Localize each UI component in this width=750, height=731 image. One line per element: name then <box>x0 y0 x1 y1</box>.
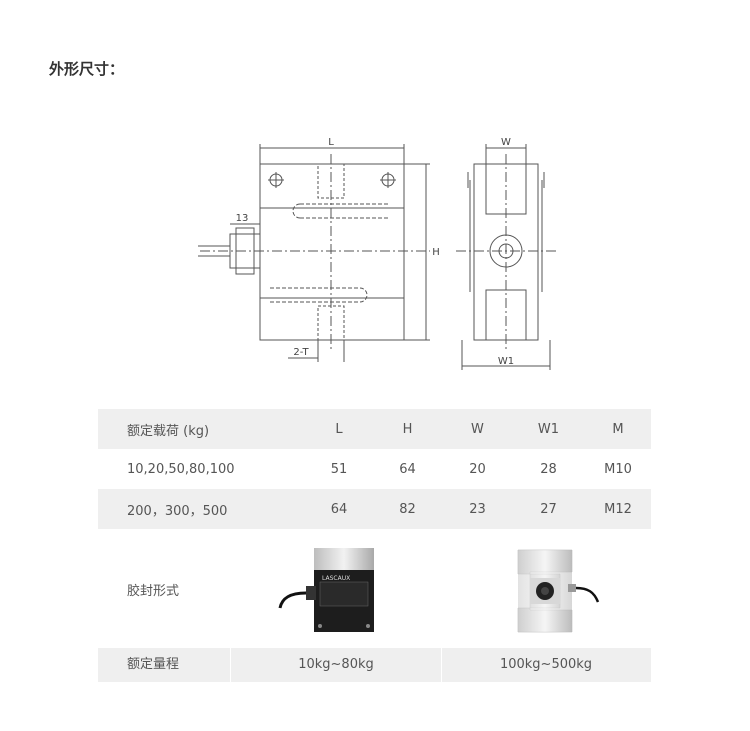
dimension-drawing: L H 13 2-T W W1 <box>198 137 556 370</box>
header-cell: 额定载荷 (kg) <box>98 409 306 449</box>
table-cell: 20 <box>469 461 486 477</box>
product-brand-text: LASCAUX <box>322 575 350 582</box>
table-cell: 82 <box>371 489 443 529</box>
table-cell: 64 <box>399 461 416 477</box>
dim-label-w1: W1 <box>498 356 514 367</box>
table-cell: 10,20,50,80,100 <box>127 461 235 477</box>
table-cell: 27 <box>511 489 585 529</box>
table-cell: 200，300，500 <box>98 489 306 529</box>
table-cell: 51 <box>330 461 348 477</box>
header-cell: L <box>306 409 372 449</box>
table-cell: 23 <box>442 489 512 529</box>
table-cell: 28 <box>540 461 557 477</box>
dim-label-l: L <box>328 137 334 148</box>
front-slot-upper <box>292 203 390 219</box>
rated-range-row: 额定量程 10kg~80kg 100kg~500kg <box>98 648 651 682</box>
header-cell: H <box>371 409 443 449</box>
dim-label-h: H <box>432 247 440 258</box>
seal-form-row: 胶封形式 LASCAUX <box>98 538 651 640</box>
seal-form-label: 胶封形式 <box>127 584 180 599</box>
header-cell: M <box>585 409 651 449</box>
dim-label-2t: 2-T <box>293 347 309 358</box>
front-body-bottom <box>259 297 405 341</box>
rated-range-label: 额定量程 <box>127 657 180 672</box>
product-image-s-type-load-cell <box>517 549 600 633</box>
product-image-small-load-cell: LASCAUX <box>278 548 374 632</box>
front-slot-lower <box>270 287 368 303</box>
table-row: 10,20,50,80,100 51 64 20 28 M10 <box>98 449 651 489</box>
table-row: 200，300，500 64 82 23 27 M12 <box>98 489 651 529</box>
section-title: 外形尺寸： <box>49 60 125 78</box>
table-header-row: 额定载荷 (kg) L H W W1 M <box>98 409 651 449</box>
header-cell: W <box>442 409 512 449</box>
rated-range-value: 10kg~80kg <box>230 648 442 682</box>
table-cell: 64 <box>306 489 372 529</box>
rated-range-value: 100kg~500kg <box>499 657 593 672</box>
front-body-top <box>259 163 405 209</box>
spec-table: 额定载荷 (kg) L H W W1 M 10,20,50,80,100 51 … <box>98 409 651 529</box>
table-cell: M10 <box>604 461 632 477</box>
front-body-middle <box>259 207 405 299</box>
table-cell: M12 <box>585 489 651 529</box>
dim-label-13: 13 <box>236 213 249 224</box>
header-cell: W1 <box>511 409 585 449</box>
dim-label-w: W <box>501 137 511 148</box>
